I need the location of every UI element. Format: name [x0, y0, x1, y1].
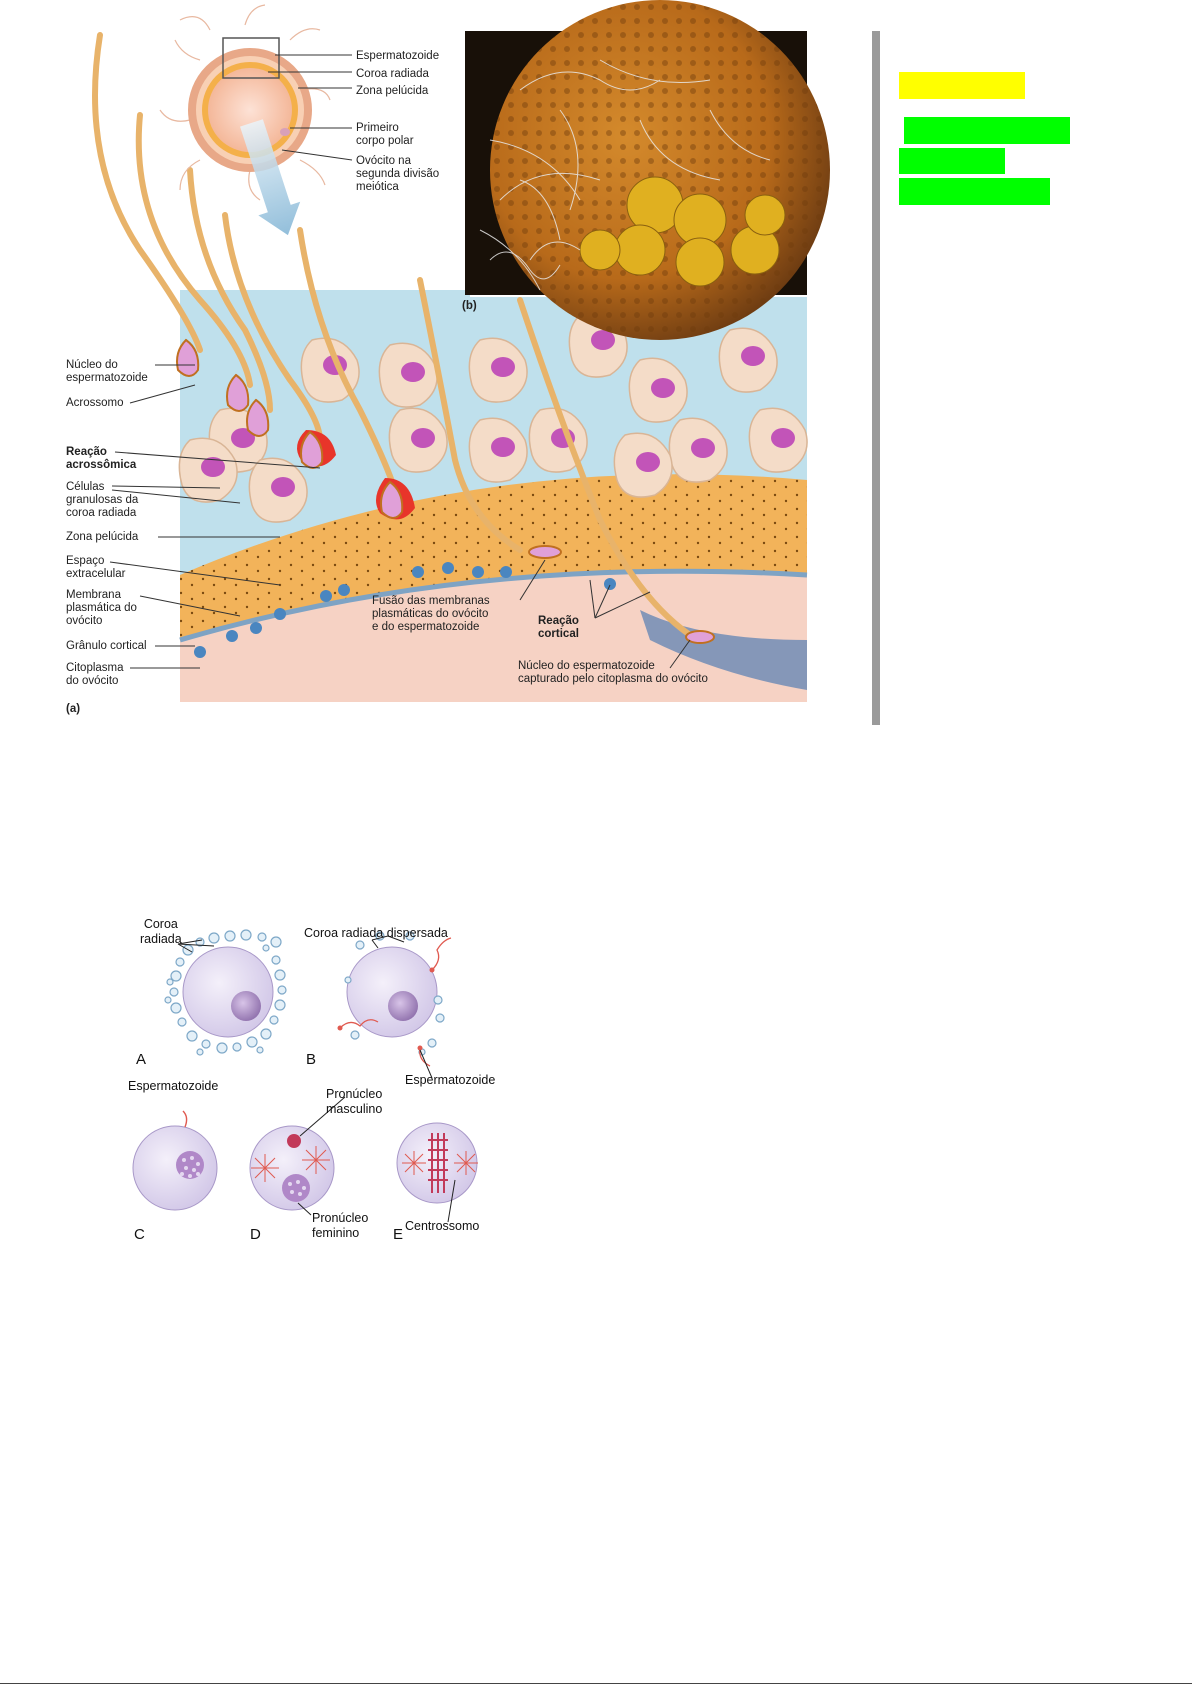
- page-bottom-rule: [0, 1683, 1192, 1684]
- label-stage-a: A: [136, 1051, 147, 1068]
- label-ovocito-segunda-divisao: Ovócito na segunda divisão meiótica: [356, 155, 440, 193]
- highlight-green-2: [899, 148, 1005, 174]
- stage-e: [396, 1122, 478, 1204]
- cortical-granules: [194, 562, 616, 658]
- label-stage-c: C: [134, 1226, 145, 1243]
- highlight-yellow: [899, 72, 1025, 99]
- label-zona-pelucida-top: Zona pelúcida: [356, 85, 429, 97]
- sidebar-divider: [872, 31, 880, 725]
- label-panel-a: (a): [66, 703, 81, 715]
- label-nucleo-capturado: Núcleo do espermatozoide capturado pelo …: [518, 660, 708, 685]
- label-coroa-dispersada: Coroa radiada dispersada: [304, 926, 448, 940]
- label-espermatozoide: Espermatozoide: [356, 50, 440, 62]
- label-primeiro-corpo-polar: Primeiro corpo polar: [356, 122, 414, 147]
- label-pronucleo-masculino: Pronúcleo masculino: [326, 1087, 383, 1116]
- label-membrana-plasmatica: Membrana plasmática do ovócito: [66, 589, 137, 627]
- label-espermatozoide-c: Espermatozoide: [128, 1079, 219, 1093]
- label-panel-b: (b): [462, 300, 477, 312]
- label-espermatozoide-b: Espermatozoide: [405, 1073, 496, 1087]
- stage-b: [337, 931, 452, 1067]
- label-acrossomo: Acrossomo: [66, 397, 124, 409]
- stage-a: [164, 929, 287, 1056]
- egg-inset-diagram: [159, 4, 331, 236]
- oocyte-membrane: [179, 568, 808, 643]
- stage-c: [132, 1110, 218, 1211]
- label-stage-b: B: [306, 1051, 317, 1068]
- label-zona-pelucida: Zona pelúcida: [66, 531, 139, 543]
- label-fusao-membranas: Fusão das membranas plasmáticas do ovóci…: [372, 595, 490, 633]
- fertilization-illustration: [92, 0, 830, 702]
- highlight-green-3: [899, 178, 1050, 205]
- stage-d: [249, 1125, 335, 1211]
- label-reacao-cortical: Reação cortical: [538, 615, 579, 640]
- label-reacao-acrossomica: Reação acrossômica: [66, 446, 137, 471]
- label-granulo-cortical: Grânulo cortical: [66, 640, 147, 652]
- label-pronucleo-feminino: Pronúcleo feminino: [312, 1211, 369, 1240]
- label-stage-d: D: [250, 1226, 261, 1243]
- label-centrossomo: Centrossomo: [405, 1219, 480, 1233]
- leader-lines: [109, 54, 691, 669]
- leader-lines-bottom: [177, 935, 456, 1223]
- label-celulas-granulosas: Células granulosas da coroa radiada: [66, 481, 139, 519]
- label-nucleo-espermatozoide: Núcleo do espermatozoide: [66, 359, 148, 384]
- sem-photo: [465, 0, 830, 340]
- label-coroa-radiada: Coroa radiada: [356, 68, 429, 80]
- granulosa-cells: [178, 312, 808, 523]
- label-espaco-extracelular: Espaço extracelular: [66, 555, 126, 580]
- label-citoplasma: Citoplasma do ovócito: [66, 662, 124, 687]
- label-coroa-radiada-b: Coroa radiada: [140, 917, 182, 946]
- highlight-green-1: [904, 117, 1070, 144]
- label-stage-e: E: [393, 1226, 404, 1243]
- sperm-tails: [92, 32, 693, 638]
- sperm-heads: [176, 338, 715, 644]
